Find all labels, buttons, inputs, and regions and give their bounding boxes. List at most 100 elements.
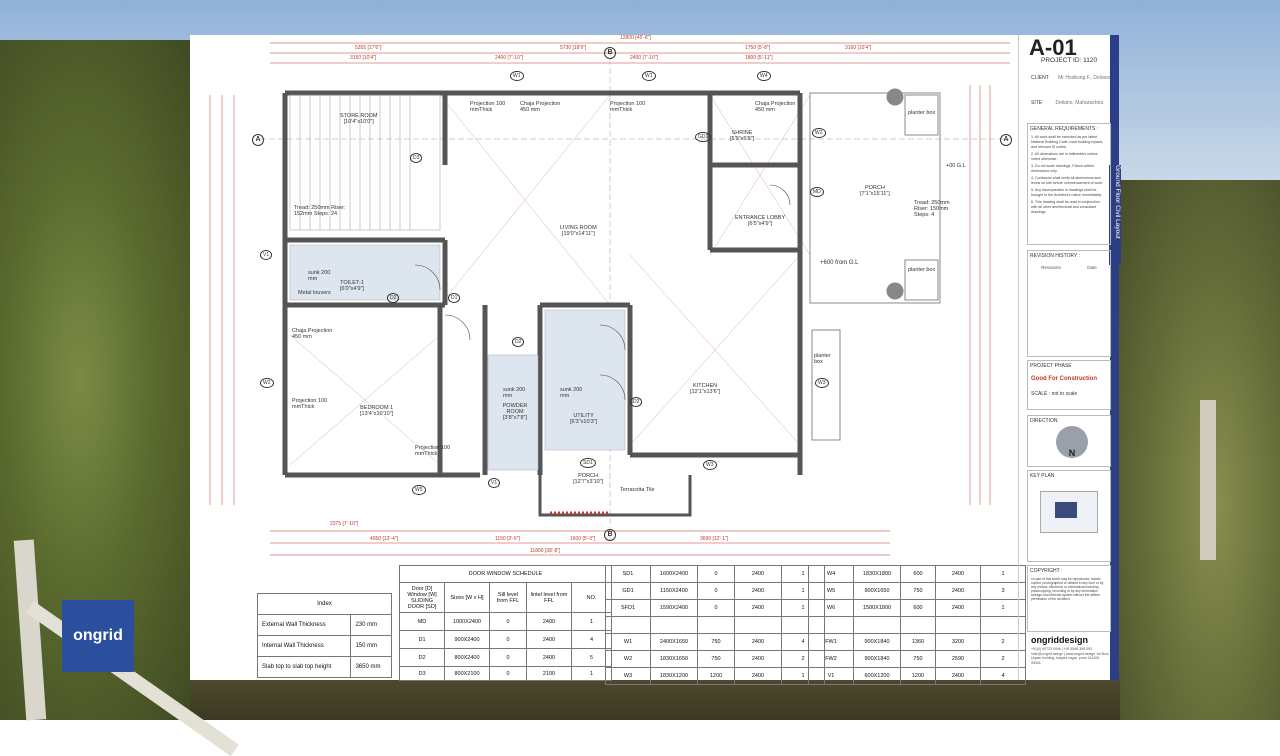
- cell: 2400: [526, 630, 572, 649]
- room-powder: POWDER ROOM [3'8"x7'8"]: [500, 403, 530, 421]
- cell: 2400: [935, 599, 981, 617]
- door-tag: GD1: [695, 132, 712, 142]
- window-tag: V1: [488, 478, 501, 488]
- room-size: [6'5"x4'9"]: [748, 221, 773, 227]
- room-size: [12'7"x3'10"]: [573, 479, 604, 485]
- room-living: LIVING ROOM [19'0"x14'11"]: [560, 225, 597, 237]
- north-arrow-icon: N: [1056, 426, 1088, 458]
- grid-marker: B: [604, 47, 616, 59]
- note: Chaja Projection 450 mm: [520, 101, 561, 113]
- brand-logo-text: ongrid: [73, 627, 123, 644]
- cell: 1590X2400: [650, 599, 698, 617]
- note: planter box: [908, 267, 936, 273]
- table-row: [808, 616, 1026, 634]
- cell: 0: [489, 648, 527, 667]
- cell: 2400: [935, 565, 981, 583]
- cell: 750: [900, 582, 936, 600]
- phase-label: PROJECT PHASE: [1030, 363, 1072, 369]
- room-bedroom: BEDROOM 1 [13'4"x10'10"]: [360, 405, 393, 417]
- index-label: External Wall Thickness: [256, 614, 352, 636]
- cell: SD1: [605, 565, 651, 583]
- firm-contact: +91(0) 90723 9096 | +91 8369 398 093 hel…: [1031, 647, 1111, 665]
- note: Projection 100 mmThick: [415, 445, 451, 457]
- client-value: Mr Hodkong F., Deliano: [1058, 75, 1111, 81]
- cell: 0: [489, 612, 527, 631]
- dimension-text: 1750 [5'-8"]: [745, 45, 771, 51]
- index-value: 3650 mm: [350, 656, 392, 678]
- grid-marker: A: [1000, 134, 1012, 146]
- room-porch-bottom: PORCH [12'7"x3'10"]: [573, 473, 603, 485]
- window-tag: W3: [815, 378, 829, 388]
- room-name: STORE ROOM: [340, 113, 378, 119]
- project-id: PROJECT ID: 1120: [1041, 57, 1098, 64]
- window-tag: W2: [812, 128, 826, 138]
- key-plan-box: KEY PLAN: [1027, 470, 1111, 562]
- title-stripe: [1110, 35, 1119, 680]
- revision-title: REVISION HISTORY :: [1030, 253, 1081, 259]
- window-tag: V1: [260, 250, 273, 260]
- door-tag: D1: [448, 293, 461, 303]
- cell: 0: [697, 565, 735, 583]
- cell: 1830X1800: [853, 565, 901, 583]
- note: sunk 200 mm: [560, 387, 583, 399]
- sheet-side-title: Ground Floor Civil Layout: [1109, 165, 1121, 265]
- schedule-header: lintel level from FFL: [526, 582, 572, 613]
- cell: 2400: [734, 599, 782, 617]
- firm-phone: +91(0) 90723 9096 | +91 8369 398 093: [1031, 647, 1092, 651]
- room-size: [19'0"x14'11"]: [561, 231, 595, 237]
- room-shrine: SHRINE [5'9"x5'9"]: [730, 130, 754, 142]
- room-toilet: TOILET-1 [6'0"x4'9"]: [340, 280, 364, 292]
- stair-note: Tread: 250mm Riser: 152mm Steps: 24: [294, 205, 346, 217]
- room-size: [6'3"x10'3"]: [570, 419, 598, 425]
- index-title: Index: [257, 593, 392, 615]
- cell: 600: [900, 565, 936, 583]
- window-tag: W4: [757, 71, 771, 81]
- key-plan-mark: [1055, 502, 1077, 518]
- cell: 900X2400: [444, 630, 490, 649]
- cell: 600X1200: [853, 667, 901, 685]
- dimension-text: 4050 [13'-4"]: [370, 536, 399, 542]
- room-entrance: ENTRANCE LOBBY [6'5"x4'9"]: [735, 215, 785, 227]
- requirement-item: 3. Do not scale drawings. Follow written…: [1031, 164, 1095, 173]
- revision-col: Revisions: [1041, 265, 1061, 270]
- dimension-text: 11800 [38'-8"]: [530, 548, 561, 554]
- cell: FW2: [808, 650, 854, 668]
- cell: SFD1: [605, 599, 651, 617]
- note: Projection 100 mmThick: [470, 101, 506, 113]
- general-requirements: GENERAL REQUIREMENTS : 1. All work shall…: [1027, 123, 1111, 245]
- schedule-header: Sill level from FFL: [489, 582, 527, 613]
- cell: 1000X2400: [444, 612, 490, 631]
- cell: 2400: [935, 667, 981, 685]
- cell: 2400: [734, 565, 782, 583]
- cell: W3: [605, 667, 651, 685]
- stair-note: Tread: 250mm Riser: 150mm Steps: 4: [914, 200, 950, 218]
- cell: 900X1840: [853, 633, 901, 651]
- cell: 2400: [734, 650, 782, 668]
- client-label: CLIENT: [1031, 75, 1049, 81]
- cell: 900X1840: [853, 650, 901, 668]
- table-row: [605, 616, 825, 634]
- room-store: STORE ROOM [10'4"x10'0"]: [340, 113, 378, 125]
- note: Chaja Projection 450 mm: [755, 101, 796, 113]
- cell: D3: [399, 666, 445, 681]
- window-tag: W2: [260, 378, 274, 388]
- note: Projection 100 mmThick: [292, 398, 328, 410]
- room-utility: UTILITY [6'3"x10'3"]: [570, 413, 597, 425]
- foliage-right: [1115, 180, 1280, 720]
- room-name: ENTRANCE LOBBY: [735, 215, 786, 221]
- cell: 0: [697, 599, 735, 617]
- note: sunk 200 mm: [503, 387, 526, 399]
- dimension-text: 5730 [18'9"]: [560, 45, 587, 51]
- room-size: [6'0"x4'9"]: [340, 286, 365, 292]
- requirement-item: 6. This drawing shall be read in conjunc…: [1031, 200, 1100, 214]
- room-labels: STORE ROOM [10'4"x10'0"] LIVING ROOM [19…: [190, 35, 1015, 565]
- requirement-item: 4. Contractor shall verify all dimension…: [1031, 176, 1104, 185]
